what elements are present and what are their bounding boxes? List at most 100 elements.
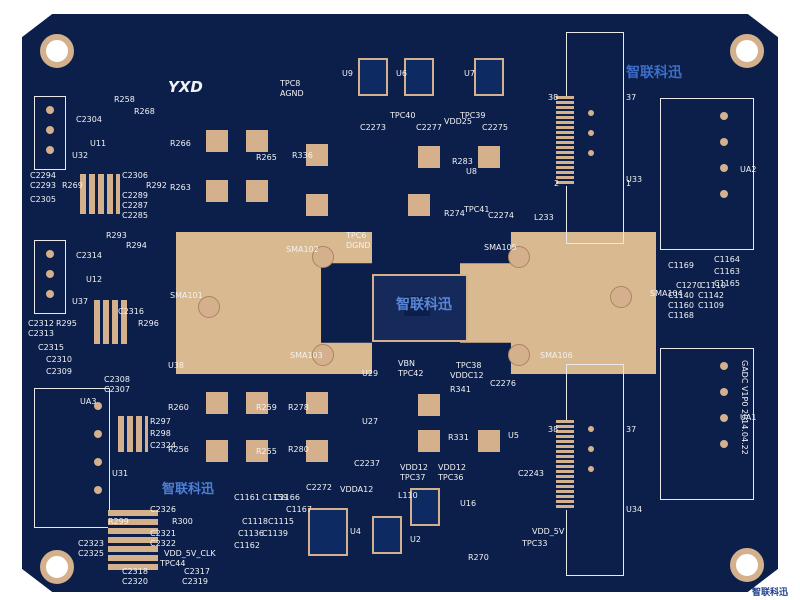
resistor-pad [246, 440, 268, 462]
ic-pad [358, 58, 388, 96]
silk-label: C1142 [698, 291, 724, 300]
resistor-pad [246, 130, 268, 152]
silk-label: C1169 [668, 261, 694, 270]
pin-via [588, 426, 594, 432]
sma-pad [508, 344, 530, 366]
silk-label: C2275 [482, 123, 508, 132]
pin-via [720, 362, 728, 370]
module-ua1 [660, 348, 754, 500]
central-ic-package [372, 274, 468, 342]
silk-label: R274 [444, 209, 465, 218]
connector-top-pins [556, 96, 574, 186]
module-u32 [34, 96, 66, 170]
silk-label: C1110 [700, 281, 726, 290]
module-ua3 [34, 388, 110, 528]
silk-label: TPC44 [160, 559, 186, 568]
silk-label: R293 [106, 231, 127, 240]
silk-label: TPC6 [346, 231, 367, 240]
ic-pad [474, 58, 504, 96]
pin-via [94, 430, 102, 438]
silk-label: C1140 [668, 291, 694, 300]
watermark-top: 智联科迅 [626, 65, 682, 81]
resistor-pad [418, 394, 440, 416]
silk-label: U27 [362, 417, 379, 426]
pin-via [46, 126, 54, 134]
silk-label: R297 [150, 417, 171, 426]
silk-label: R258 [114, 95, 135, 104]
silk-label: U38 [168, 361, 185, 370]
silk-label: VDDC12 [450, 371, 484, 380]
smd-pad [308, 508, 348, 556]
silk-label: U16 [460, 499, 477, 508]
silk-label: TPC37 [400, 473, 426, 482]
silk-label: VDD_5V [532, 527, 565, 536]
silk-label: C1166 [274, 493, 300, 502]
silk-label: R295 [56, 319, 77, 328]
resistor-pad [206, 440, 228, 462]
resistor-pad [408, 194, 430, 216]
silk-label: VDD12 [438, 463, 466, 472]
silk-label: C1167 [286, 505, 312, 514]
resistor-pad [306, 194, 328, 216]
silk-label: U6 [396, 69, 407, 78]
silk-label: C2325 [78, 549, 104, 558]
watermark-center: 智联科迅 [396, 297, 452, 313]
silk-label: R259 [256, 403, 277, 412]
silk-label: C2287 [122, 201, 148, 210]
silk-label: TPC33 [522, 539, 548, 548]
pin-via [46, 270, 54, 278]
silk-label: C1160 [668, 301, 694, 310]
silk-label: UA2 [740, 165, 757, 174]
silk-label: SMA101 [170, 291, 203, 300]
silk-label: C1136 [238, 529, 264, 538]
sma-pad [198, 296, 220, 318]
central-ic-die [404, 296, 430, 316]
sma-pad [312, 246, 334, 268]
ic-pad [404, 58, 434, 96]
silk-label: R294 [126, 241, 147, 250]
silk-label: VBN [398, 359, 415, 368]
silk-label: VDD25 [444, 117, 472, 126]
silk-label: UA1 [740, 413, 757, 422]
silk-label: C2307 [104, 385, 130, 394]
silk-label: R299 [108, 517, 129, 526]
silk-label: C2289 [122, 191, 148, 200]
silk-label: C2308 [104, 375, 130, 384]
resistor-pad [306, 144, 328, 166]
silk-label: 1 [626, 179, 632, 188]
module-u37 [34, 240, 66, 314]
sma-pad [312, 344, 334, 366]
date-label: GADC V1P0 2014.04.22 [740, 360, 749, 455]
module-ua2 [660, 98, 754, 250]
silk-label: U5 [508, 431, 519, 440]
pin-via [94, 402, 102, 410]
resistor-pad [478, 430, 500, 452]
silk-label: C1159 [262, 493, 288, 502]
mounting-hole-top-left [40, 34, 74, 68]
silk-label: TPC40 [390, 111, 416, 120]
silk-label: DGND [346, 241, 371, 250]
silk-label: C2312 [28, 319, 54, 328]
silk-label: C2315 [38, 343, 64, 352]
silk-label: C1161 [234, 493, 260, 502]
resistor-pad [418, 430, 440, 452]
silk-label: U4 [350, 527, 361, 536]
silk-label: C2324 [150, 441, 176, 450]
resistor-pad [478, 146, 500, 168]
resistor-pad [306, 392, 328, 414]
silk-label: C2318 [122, 567, 148, 576]
silk-label: R298 [150, 429, 171, 438]
silk-label: C2310 [46, 355, 72, 364]
pin-via [720, 138, 728, 146]
pin-via [46, 250, 54, 258]
silk-label: C2317 [184, 567, 210, 576]
connector-bottom [566, 364, 624, 576]
silk-label: TPC42 [398, 369, 424, 378]
silk-label: C2306 [122, 171, 148, 180]
silk-label: C2294 [30, 171, 56, 180]
connector-top [566, 32, 624, 244]
pin-via [720, 164, 728, 172]
silk-label: C1162 [234, 541, 260, 550]
silk-label: U7 [464, 69, 475, 78]
